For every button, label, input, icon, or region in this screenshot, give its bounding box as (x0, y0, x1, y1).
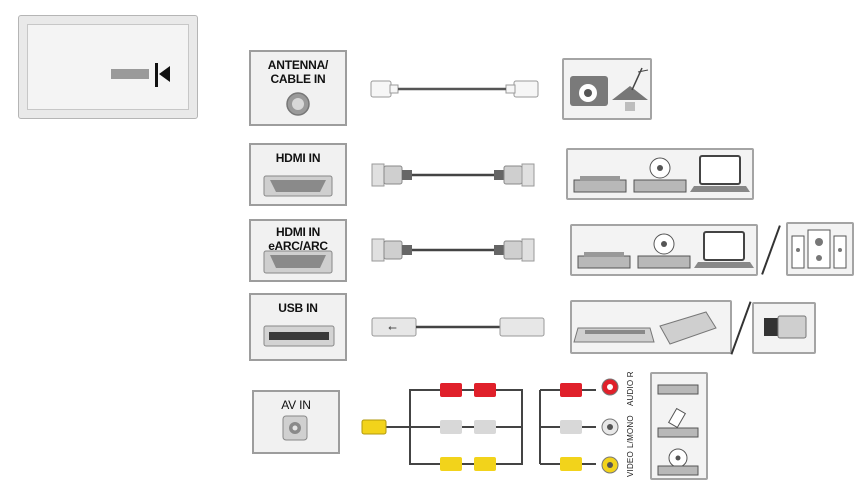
input-source-icon (155, 63, 158, 87)
hdmi-label: HDMI IN (275, 151, 321, 165)
tv-panel (18, 15, 198, 119)
hdmi-device-icons (573, 155, 750, 193)
av-device-icons (657, 384, 699, 476)
hdmi-earc-cable (371, 238, 535, 262)
speaker-system-icon (791, 229, 847, 269)
antenna-label-line2: CABLE IN (270, 72, 326, 86)
wall-antenna-icon (570, 76, 608, 106)
hdmi-cable (371, 163, 535, 187)
hdmi-earc-device-icons (577, 231, 754, 269)
usb-label: USB IN (278, 301, 318, 315)
input-arrow-icon (159, 66, 170, 82)
av-cable (361, 383, 596, 471)
svg-text:⭠: ⭠ (388, 321, 397, 334)
roof-antenna-icon (612, 67, 649, 111)
av-port-box: AV IN (252, 390, 340, 454)
coax-cable (370, 80, 539, 98)
usb-device-icons (573, 311, 717, 345)
antenna-label-line1: ANTENNA/ (267, 58, 329, 72)
usb-cable: ⭠ (371, 317, 545, 337)
antenna-port-box: ANTENNA/ CABLE IN (249, 50, 347, 126)
tv-port-slot (111, 69, 149, 79)
hdmi-earc-label-line2: eARC/ARC (268, 239, 328, 253)
hdmi-earc-label-line1: HDMI IN (276, 225, 320, 239)
usb-stick-icon (764, 315, 807, 339)
av-jack-icons (601, 378, 619, 474)
av-label: AV IN (281, 398, 311, 412)
